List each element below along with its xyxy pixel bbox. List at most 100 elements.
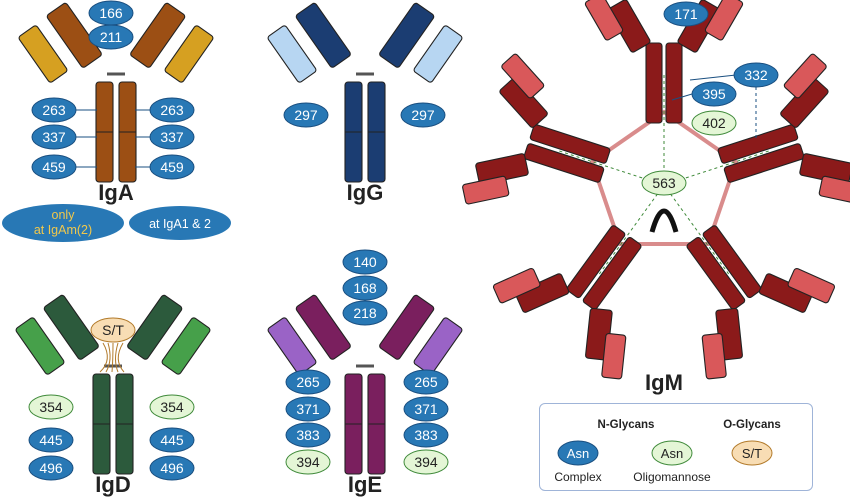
igm-heavy-chain bbox=[566, 225, 626, 299]
igd-left-light-chain bbox=[15, 317, 65, 375]
igm-structure bbox=[462, 0, 850, 380]
igd-right-site-496-badge bbox=[149, 455, 195, 481]
igm-site-563: 563 bbox=[652, 175, 676, 191]
iga-title: IgA bbox=[98, 180, 134, 205]
igm-site-395-badge bbox=[691, 81, 737, 107]
igm-heavy-chain bbox=[717, 124, 799, 164]
ige-left-site-394: 394 bbox=[296, 454, 320, 470]
iga-right-site-263: 263 bbox=[160, 102, 184, 118]
ige-left-site-265-badge bbox=[285, 369, 331, 395]
igm-site-332: 332 bbox=[744, 67, 768, 83]
ige-left-heavy-fab bbox=[295, 294, 351, 360]
igm-site-402-badge bbox=[691, 110, 737, 136]
igg-structure bbox=[267, 2, 463, 183]
igd-o-site-badge bbox=[90, 317, 136, 343]
igg-left-site-297: 297 bbox=[294, 107, 318, 123]
igd-o-site: S/T bbox=[102, 322, 124, 338]
iga-right-site-337: 337 bbox=[160, 129, 184, 145]
igm-site-563-link bbox=[598, 184, 665, 275]
iga-left-heavy-fab bbox=[46, 2, 102, 68]
igd-right-site-354: 354 bbox=[160, 399, 184, 415]
iga-left-site-337: 337 bbox=[42, 129, 66, 145]
ige-right-site-383-badge bbox=[403, 422, 449, 448]
igd-right-site-496: 496 bbox=[160, 460, 184, 476]
igm-light-chain bbox=[704, 0, 744, 41]
legend-complex-swatch bbox=[557, 440, 599, 466]
ige-right-light-chain bbox=[413, 317, 463, 375]
ige-hinge-site-218-badge bbox=[342, 300, 388, 326]
iga-left-site-337-badge bbox=[31, 124, 77, 150]
ige-title: IgE bbox=[348, 472, 382, 497]
legend-complex-label: Complex bbox=[554, 470, 601, 484]
igd-left-site-496-badge bbox=[28, 455, 74, 481]
iga-left-site-459-badge bbox=[31, 154, 77, 180]
igm-light-chain bbox=[462, 175, 510, 205]
igg-title: IgG bbox=[347, 180, 384, 205]
ige-right-site-383: 383 bbox=[414, 427, 438, 443]
igg-right-light-chain bbox=[413, 25, 463, 83]
ige-left-site-371-badge bbox=[285, 396, 331, 422]
igd-o-glycan-chain bbox=[99, 342, 108, 373]
igm-heavy-chain bbox=[582, 236, 642, 310]
igd-left-site-496: 496 bbox=[39, 460, 63, 476]
igd-title: IgD bbox=[95, 472, 130, 497]
iga-site-211-badge bbox=[88, 24, 134, 50]
ige-hinge-site-168-badge bbox=[342, 275, 388, 301]
igm-light-chain bbox=[783, 53, 827, 99]
igm-395-connector bbox=[671, 93, 693, 101]
igd-left-site-445: 445 bbox=[39, 432, 63, 448]
igm-title: IgM bbox=[645, 370, 683, 395]
igg-right-site-297-badge bbox=[400, 102, 446, 128]
ige-right-site-394: 394 bbox=[414, 454, 438, 470]
ige-left-site-394-badge bbox=[285, 449, 331, 475]
ige-right-site-394-badge bbox=[403, 449, 449, 475]
ige-right-site-371: 371 bbox=[414, 401, 438, 417]
iga-site-211: 211 bbox=[100, 29, 123, 45]
legend-box bbox=[539, 403, 813, 491]
igd-right-light-chain bbox=[161, 317, 211, 375]
igg-left-site-297-badge bbox=[283, 102, 329, 128]
igd-right-site-354-badge bbox=[149, 394, 195, 420]
iga2-note-line2: at IgAm(2) bbox=[34, 223, 92, 237]
legend-o-glycan-st: S/T bbox=[742, 446, 762, 461]
igm-monomer bbox=[584, 0, 744, 124]
igd-right-heavy-fab bbox=[127, 294, 183, 360]
igd-right-site-445-badge bbox=[149, 427, 195, 453]
igm-heavy-chain bbox=[529, 124, 611, 164]
ige-left-site-383-badge bbox=[285, 422, 331, 448]
ige-right-heavy-fab bbox=[379, 294, 435, 360]
iga-structure bbox=[18, 2, 214, 183]
legend-oligomannose-asn: Asn bbox=[661, 446, 683, 461]
igg-right-heavy-fab bbox=[379, 2, 435, 68]
igm-site-332-badge bbox=[733, 62, 779, 88]
iga-right-site-337-badge bbox=[149, 124, 195, 150]
ige-hinge-site-140: 140 bbox=[353, 254, 377, 270]
igg-left-light-chain bbox=[267, 25, 317, 83]
iga-right-site-459-badge bbox=[149, 154, 195, 180]
ige-right-site-371-badge bbox=[403, 396, 449, 422]
igm-site-395: 395 bbox=[702, 86, 726, 102]
iga-left-light-chain bbox=[18, 25, 68, 83]
ige-structure bbox=[267, 294, 463, 475]
igm-light-chain bbox=[601, 333, 627, 380]
legend-oligomannose-label: Oligomannose bbox=[633, 470, 711, 484]
igm-site-171: 171 bbox=[674, 6, 698, 22]
igd-left-site-354: 354 bbox=[39, 399, 63, 415]
igm-light-chain bbox=[501, 53, 545, 99]
igm-heavy-chain bbox=[523, 143, 605, 183]
iga12-note: at IgA1 & 2 bbox=[149, 217, 211, 231]
legend-o-glycans-title: O-Glycans bbox=[723, 419, 781, 431]
igd-o-glycan-chain bbox=[115, 342, 119, 373]
legend-items: N-Glycans O-Glycans Asn Complex Asn Olig… bbox=[554, 419, 780, 484]
igm-j-chain bbox=[649, 208, 679, 233]
igm-site-171-badge bbox=[663, 1, 709, 27]
iga-left-site-263: 263 bbox=[42, 102, 66, 118]
iga-right-light-chain bbox=[164, 25, 214, 83]
igm-heavy-chain bbox=[645, 42, 663, 124]
igm-site-563-badge bbox=[641, 170, 687, 196]
iga-right-heavy-fab bbox=[130, 2, 186, 68]
ige-left-site-371: 371 bbox=[296, 401, 320, 417]
legend-oligomannose-swatch bbox=[651, 440, 693, 466]
igm-monomer bbox=[717, 53, 850, 205]
